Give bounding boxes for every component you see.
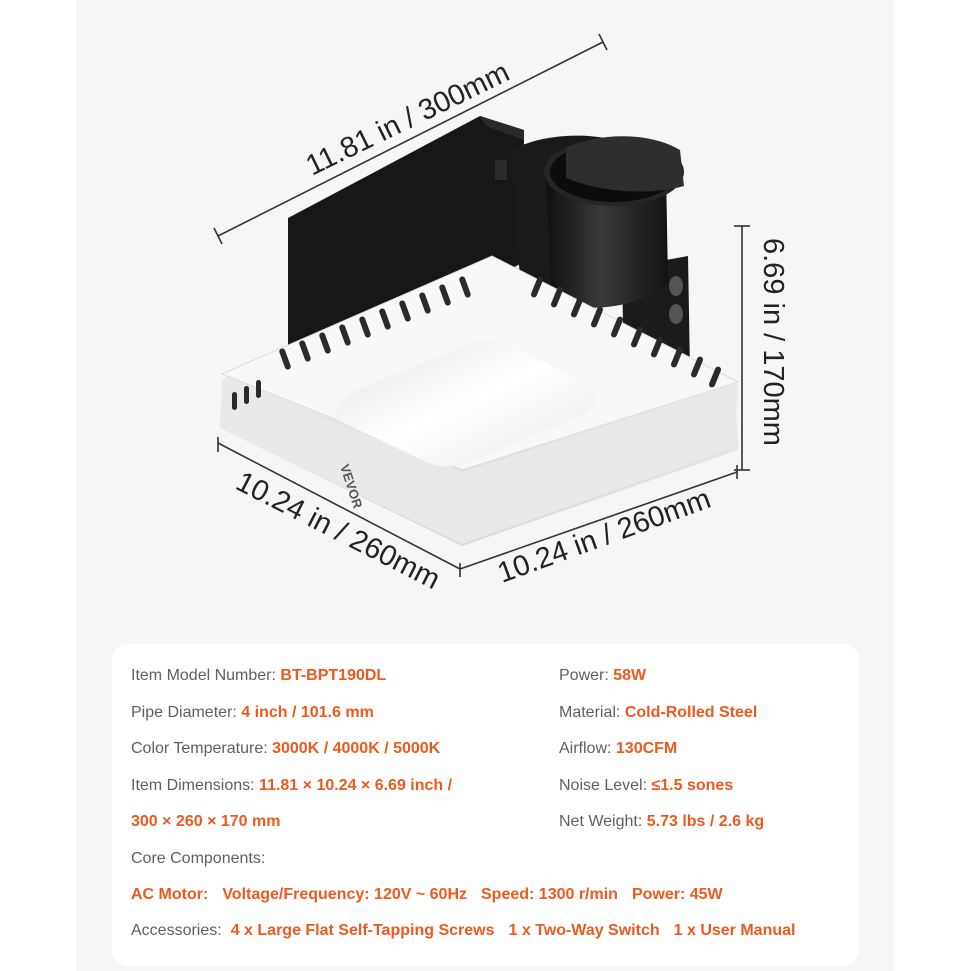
spec-dimensions-label: Item Dimensions: <box>131 777 255 794</box>
spec-accessories-label: Accessories: <box>131 922 222 939</box>
spec-model-label: Item Model Number: <box>131 667 276 684</box>
spec-weight-value: 5.73 lbs / 2.6 kg <box>646 813 765 830</box>
spec-power: Power: 58W <box>559 666 646 686</box>
spec-motor-voltage: Voltage/Frequency: 120V ~ 60Hz <box>222 886 467 903</box>
width-right-dimension-line <box>459 465 738 577</box>
spec-color-temp: Color Temperature: 3000K / 4000K / 5000K <box>131 739 440 759</box>
spec-pipe-value: 4 inch / 101.6 mm <box>241 704 374 721</box>
spec-motor: AC Motor: Voltage/Frequency: 120V ~ 60Hz S… <box>131 885 723 905</box>
spec-accessory-screws: 4 x Large Flat Self-Tapping Screws <box>230 922 495 939</box>
spec-power-value: 58W <box>613 667 647 684</box>
spec-dimensions-metric: 300 × 260 × 170 mm <box>131 812 280 832</box>
length-dimension-line <box>213 33 608 245</box>
spec-core-components: Core Components: <box>131 849 265 869</box>
spec-power-label: Power: <box>559 667 609 684</box>
spec-accessory-manual: 1 x User Manual <box>673 922 796 939</box>
spec-dimensions-value-metric: 300 × 260 × 170 mm <box>131 813 281 830</box>
spec-accessories: Accessories: 4 x Large Flat Self-Tapping … <box>131 921 795 941</box>
spec-motor-label: AC Motor: <box>131 886 209 903</box>
spec-dimensions-value: 11.81 × 10.24 × 6.69 inch / <box>259 777 453 794</box>
spec-pipe: Pipe Diameter: 4 inch / 101.6 mm <box>131 703 374 723</box>
product-dimension-diagram: VEVOR 11.81 in / 300mm 6.69 in / 170mm 1… <box>213 33 789 596</box>
spec-noise: Noise Level: ≤1.5 sones <box>559 776 733 796</box>
spec-model: Item Model Number: BT-BPT190DL <box>131 666 386 686</box>
vent-slots <box>232 276 721 410</box>
duct-collar <box>512 135 684 308</box>
spec-accessory-switch: 1 x Two-Way Switch <box>508 922 660 939</box>
spec-weight-label: Net Weight: <box>559 813 643 830</box>
spec-dimensions: Item Dimensions: 11.81 × 10.24 × 6.69 in… <box>131 776 452 796</box>
spec-motor-speed: Speed: 1300 r/min <box>481 886 618 903</box>
spec-noise-label: Noise Level: <box>559 777 648 794</box>
spec-airflow: Airflow: 130CFM <box>559 739 677 759</box>
spec-material: Material: Cold-Rolled Steel <box>559 703 757 723</box>
spec-noise-value: ≤1.5 sones <box>651 777 734 794</box>
fan-housing <box>288 116 524 376</box>
spec-motor-power: Power: 45W <box>631 886 723 903</box>
spec-card <box>112 644 859 966</box>
spec-color-temp-label: Color Temperature: <box>131 740 268 757</box>
spec-material-label: Material: <box>559 704 621 721</box>
width-left-dimension-line <box>217 437 461 570</box>
spec-pipe-label: Pipe Diameter: <box>131 704 237 721</box>
spec-model-value: BT-BPT190DL <box>280 667 387 684</box>
light-lens <box>335 340 596 467</box>
height-dimension-label: 6.69 in / 170mm <box>757 238 789 446</box>
spec-weight: Net Weight: 5.73 lbs / 2.6 kg <box>559 812 764 832</box>
spec-airflow-label: Airflow: <box>559 740 612 757</box>
spec-color-temp-value: 3000K / 4000K / 5000K <box>272 740 441 757</box>
spec-material-value: Cold-Rolled Steel <box>624 704 758 721</box>
spec-airflow-value: 130CFM <box>615 740 678 757</box>
spec-core-label: Core Components: <box>131 850 266 867</box>
